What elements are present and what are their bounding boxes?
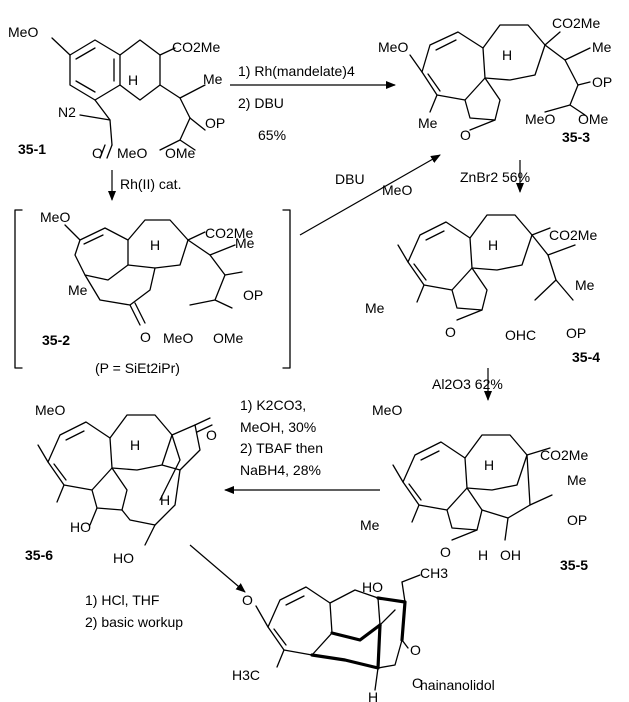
35-5-h2-label: H [478, 547, 488, 563]
35-3-co2me-label: CO2Me [552, 15, 600, 31]
step-6-condition-line4: NaBH4, 28% [240, 462, 321, 478]
step-35-6-to-hainanolidol: 1) HCl, THF 2) basic workup [85, 544, 246, 630]
35-2-meo2-label: MeO [163, 330, 193, 346]
35-2-me-label: Me [235, 235, 255, 251]
35-6-o-label: O [206, 427, 217, 443]
step-35-1-to-35-3: 1) Rh(mandelate)4 2) DBU 65% [230, 63, 396, 143]
compound-hainanolidol: O HO CH3 O O H3C H hainanolidol [232, 565, 495, 702]
35-2-o-label: O [140, 329, 151, 345]
35-1-me-label: Me [203, 71, 223, 87]
35-2-meo-label: MeO [40, 209, 70, 225]
hainanolidol-ch3-label: CH3 [420, 565, 448, 581]
step-2-condition: Rh(II) cat. [120, 176, 181, 192]
35-1-id: 35-1 [18, 141, 46, 157]
compound-35-2: MeO CO2Me H Me OP Me O MeO OMe 35-2 (P =… [14, 209, 291, 376]
35-4-meo-label: MeO [382, 182, 412, 198]
hainanolidol-o3-label: O [412, 675, 423, 691]
35-5-op-label: OP [567, 512, 587, 528]
35-4-id: 35-4 [572, 349, 600, 365]
35-2-h-label: H [150, 237, 160, 253]
compound-35-4: MeO CO2Me H Me Me O OHC OP 35-4 [365, 182, 600, 365]
35-5-h-label: H [484, 457, 494, 473]
35-4-h-label: H [488, 237, 498, 253]
35-4-me2-label: Me [365, 300, 385, 316]
35-6-ho2-label: HO [113, 550, 134, 566]
step-4-condition: ZnBr2 56% [460, 169, 530, 185]
35-4-o-label: O [445, 324, 456, 340]
35-3-op-label: OP [592, 74, 612, 90]
reaction-arrow [299, 154, 441, 236]
35-1-meo-label: MeO [8, 24, 38, 40]
35-1-co2me-label: CO2Me [172, 39, 220, 55]
step-1-condition-line2: 2) DBU [238, 95, 284, 111]
35-4-op-label: OP [566, 325, 586, 341]
35-5-meo-label: MeO [372, 402, 402, 418]
35-3-h-label: H [502, 47, 512, 63]
hainanolidol-name: hainanolidol [420, 677, 495, 693]
step-35-3-to-35-4: ZnBr2 56% [460, 160, 530, 193]
35-3-me2-label: Me [418, 115, 438, 131]
step-6-condition-line1: 1) K2CO3, [240, 397, 306, 413]
hainanolidol-ho-label: HO [362, 579, 383, 595]
compound-35-3: MeO CO2Me H Me OP Me O MeO OMe 35-3 [378, 15, 612, 145]
35-2-ome-label: OMe [213, 330, 244, 346]
35-5-id: 35-5 [560, 557, 588, 573]
35-2-co2me-label: CO2Me [205, 225, 253, 241]
step-5-condition: Al2O3 62% [432, 376, 503, 392]
35-1-ome-label: OMe [165, 145, 196, 161]
compound-35-6: MeO O H H HO HO 35-6 [25, 402, 217, 566]
hainanolidol-h-label: H [368, 689, 378, 702]
35-6-id: 35-6 [25, 547, 53, 563]
35-5-o-label: O [440, 544, 451, 560]
step-6-condition-line3: 2) TBAF then [240, 440, 323, 456]
35-6-h2-label: H [160, 492, 170, 508]
step-6-condition-line2: MeOH, 30% [240, 419, 316, 435]
35-5-co2me-label: CO2Me [540, 447, 588, 463]
step-35-1-to-35-2: Rh(II) cat. [108, 170, 181, 201]
35-5-me2-label: Me [360, 517, 380, 533]
35-6-h-label: H [130, 437, 140, 453]
35-2-op-label: OP [243, 287, 263, 303]
step-1-condition-line1: 1) Rh(mandelate)4 [238, 63, 355, 79]
35-1-n2-label: N2 [58, 104, 76, 120]
step-7-condition-line2: 2) basic workup [85, 614, 183, 630]
step-1-yield: 65% [258, 127, 286, 143]
step-35-2-to-35-3: DBU [299, 154, 441, 236]
35-3-meo-label: MeO [378, 39, 408, 55]
35-5-me-label: Me [567, 472, 587, 488]
reaction-arrow [189, 544, 246, 593]
35-2-id: 35-2 [42, 332, 70, 348]
compound-35-1: MeO CO2Me H Me N2 OP O MeO OMe 35-1 [8, 24, 225, 161]
35-3-me-label: Me [592, 39, 612, 55]
35-3-meo2-label: MeO [525, 111, 555, 127]
35-3-ome-label: OMe [578, 111, 609, 127]
35-1-op-label: OP [205, 115, 225, 131]
35-2-me2-label: Me [68, 282, 88, 298]
step-35-4-to-35-5: Al2O3 62% [432, 368, 503, 401]
35-1-o-label: O [92, 145, 103, 161]
35-4-co2me-label: CO2Me [549, 227, 597, 243]
35-6-ho-label: HO [70, 519, 91, 535]
35-5-oh-label: OH [500, 547, 521, 563]
compound-35-5: MeO CO2Me H Me OP Me O H OH 35-5 [360, 402, 588, 573]
35-4-me-label: Me [575, 277, 595, 293]
35-3-id: 35-3 [562, 129, 590, 145]
hainanolidol-o2-label: O [410, 642, 421, 658]
step-3-condition: DBU [335, 171, 365, 187]
step-7-condition-line1: 1) HCl, THF [85, 592, 159, 608]
35-2-protecting-group-note: (P = SiEt2iPr) [95, 360, 180, 376]
35-6-meo-label: MeO [35, 402, 65, 418]
35-4-ohc-label: OHC [505, 327, 536, 343]
step-35-5-to-35-6: 1) K2CO3, MeOH, 30% 2) TBAF then NaBH4, … [224, 397, 380, 494]
35-3-o-label: O [460, 127, 471, 143]
35-1-h-label: H [128, 72, 138, 88]
hainanolidol-o-label: O [242, 592, 253, 608]
hainanolidol-h3c-label: H3C [232, 667, 260, 683]
35-1-meo2-label: MeO [117, 145, 147, 161]
